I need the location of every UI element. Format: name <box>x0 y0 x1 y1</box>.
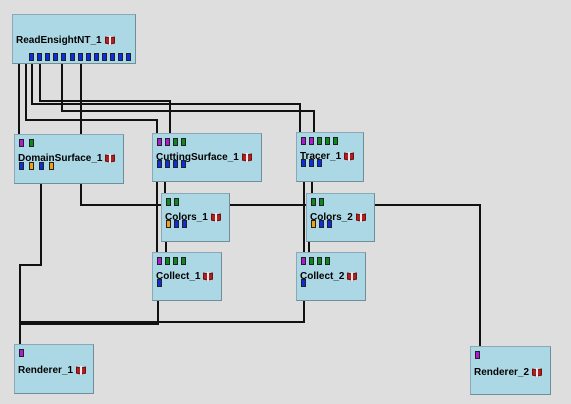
input-port[interactable] <box>19 349 24 357</box>
input-port[interactable] <box>173 257 178 265</box>
input-port[interactable] <box>29 139 34 147</box>
output-port[interactable] <box>174 220 179 228</box>
input-port[interactable] <box>311 198 316 206</box>
output-port[interactable] <box>29 53 34 61</box>
connection-wire[interactable] <box>61 63 315 132</box>
input-port[interactable] <box>165 257 170 265</box>
connection-wire[interactable] <box>19 182 42 344</box>
output-port[interactable] <box>39 162 44 170</box>
module-label: Renderer_1 <box>18 365 74 376</box>
module-label: Colors_1 <box>165 212 208 223</box>
book-icon[interactable] <box>105 154 116 163</box>
output-port[interactable] <box>301 159 306 167</box>
book-icon[interactable] <box>203 272 214 281</box>
input-port[interactable] <box>325 137 330 145</box>
connection-wire[interactable] <box>80 63 481 346</box>
input-port[interactable] <box>181 138 186 146</box>
module-tracer[interactable]: Tracer_1 <box>296 132 364 182</box>
input-port[interactable] <box>317 257 322 265</box>
input-port[interactable] <box>333 137 338 145</box>
module-label: ReadEnsightNT_1 <box>16 35 102 46</box>
book-icon[interactable] <box>76 366 87 375</box>
module-read[interactable]: ReadEnsightNT_1 <box>12 14 136 64</box>
book-icon[interactable] <box>347 272 358 281</box>
input-port[interactable] <box>174 198 179 206</box>
connection-wire[interactable] <box>20 300 159 325</box>
output-port[interactable] <box>165 160 170 168</box>
output-port[interactable] <box>327 220 332 228</box>
input-port[interactable] <box>19 139 24 147</box>
output-port[interactable] <box>311 220 316 228</box>
book-icon[interactable] <box>105 36 116 45</box>
output-port[interactable] <box>110 53 115 61</box>
output-port[interactable] <box>101 53 107 61</box>
module-label: Colors_2 <box>310 212 353 223</box>
output-port[interactable] <box>53 53 59 61</box>
book-icon[interactable] <box>344 152 355 161</box>
book-icon[interactable] <box>242 153 253 162</box>
connection-wire[interactable] <box>25 63 158 133</box>
book-icon[interactable] <box>532 368 543 377</box>
output-port[interactable] <box>319 220 324 228</box>
output-port[interactable] <box>29 162 34 170</box>
output-port[interactable] <box>309 159 314 167</box>
output-port[interactable] <box>85 53 91 61</box>
input-port[interactable] <box>325 257 330 265</box>
module-colors1[interactable]: Colors_1 <box>161 193 230 242</box>
connection-wire[interactable] <box>39 63 171 133</box>
module-collect1[interactable]: Collect_1 <box>152 252 222 301</box>
output-port[interactable] <box>118 53 124 61</box>
output-port[interactable] <box>69 53 75 61</box>
output-port[interactable] <box>182 220 187 228</box>
module-colors2[interactable]: Colors_2 <box>306 193 375 242</box>
input-port[interactable] <box>475 351 480 359</box>
connection-wire[interactable] <box>20 300 305 323</box>
output-port[interactable] <box>166 220 171 228</box>
input-port[interactable] <box>157 138 162 146</box>
input-port[interactable] <box>165 138 170 146</box>
output-port[interactable] <box>173 160 178 168</box>
module-label: DomainSurface_1 <box>18 153 103 164</box>
output-port[interactable] <box>49 162 54 170</box>
book-icon[interactable] <box>211 213 222 222</box>
output-port[interactable] <box>93 53 99 61</box>
module-collect2[interactable]: Collect_2 <box>296 252 366 301</box>
module-label: CuttingSurface_1 <box>156 152 239 163</box>
input-port[interactable] <box>309 257 314 265</box>
output-port[interactable] <box>37 53 43 61</box>
module-domain[interactable]: DomainSurface_1 <box>14 134 124 184</box>
input-port[interactable] <box>309 137 314 145</box>
output-port[interactable] <box>45 53 51 61</box>
module-renderer2[interactable]: Renderer_2 <box>470 346 551 395</box>
input-port[interactable] <box>173 138 178 146</box>
module-cutting[interactable]: CuttingSurface_1 <box>152 133 262 182</box>
output-port[interactable] <box>61 53 67 61</box>
output-port[interactable] <box>301 279 306 287</box>
module-label: Renderer_2 <box>474 367 530 378</box>
module-label: Tracer_1 <box>300 151 342 162</box>
input-port[interactable] <box>317 137 322 145</box>
module-label: Collect_2 <box>300 271 345 282</box>
input-port[interactable] <box>319 198 324 206</box>
connection-wire[interactable] <box>31 63 301 132</box>
output-port[interactable] <box>181 160 186 168</box>
input-port[interactable] <box>301 137 306 145</box>
connection-wire[interactable] <box>17 63 20 144</box>
input-port[interactable] <box>157 257 162 265</box>
output-port[interactable] <box>157 160 162 168</box>
output-port[interactable] <box>19 162 24 170</box>
output-port[interactable] <box>157 279 162 287</box>
input-port[interactable] <box>181 257 186 265</box>
module-renderer1[interactable]: Renderer_1 <box>14 344 94 394</box>
output-port[interactable] <box>317 159 322 167</box>
module-label: Collect_1 <box>156 271 201 282</box>
input-port[interactable] <box>166 198 171 206</box>
output-port[interactable] <box>126 53 132 61</box>
output-port[interactable] <box>77 53 83 61</box>
book-icon[interactable] <box>356 213 367 222</box>
input-port[interactable] <box>301 257 306 265</box>
